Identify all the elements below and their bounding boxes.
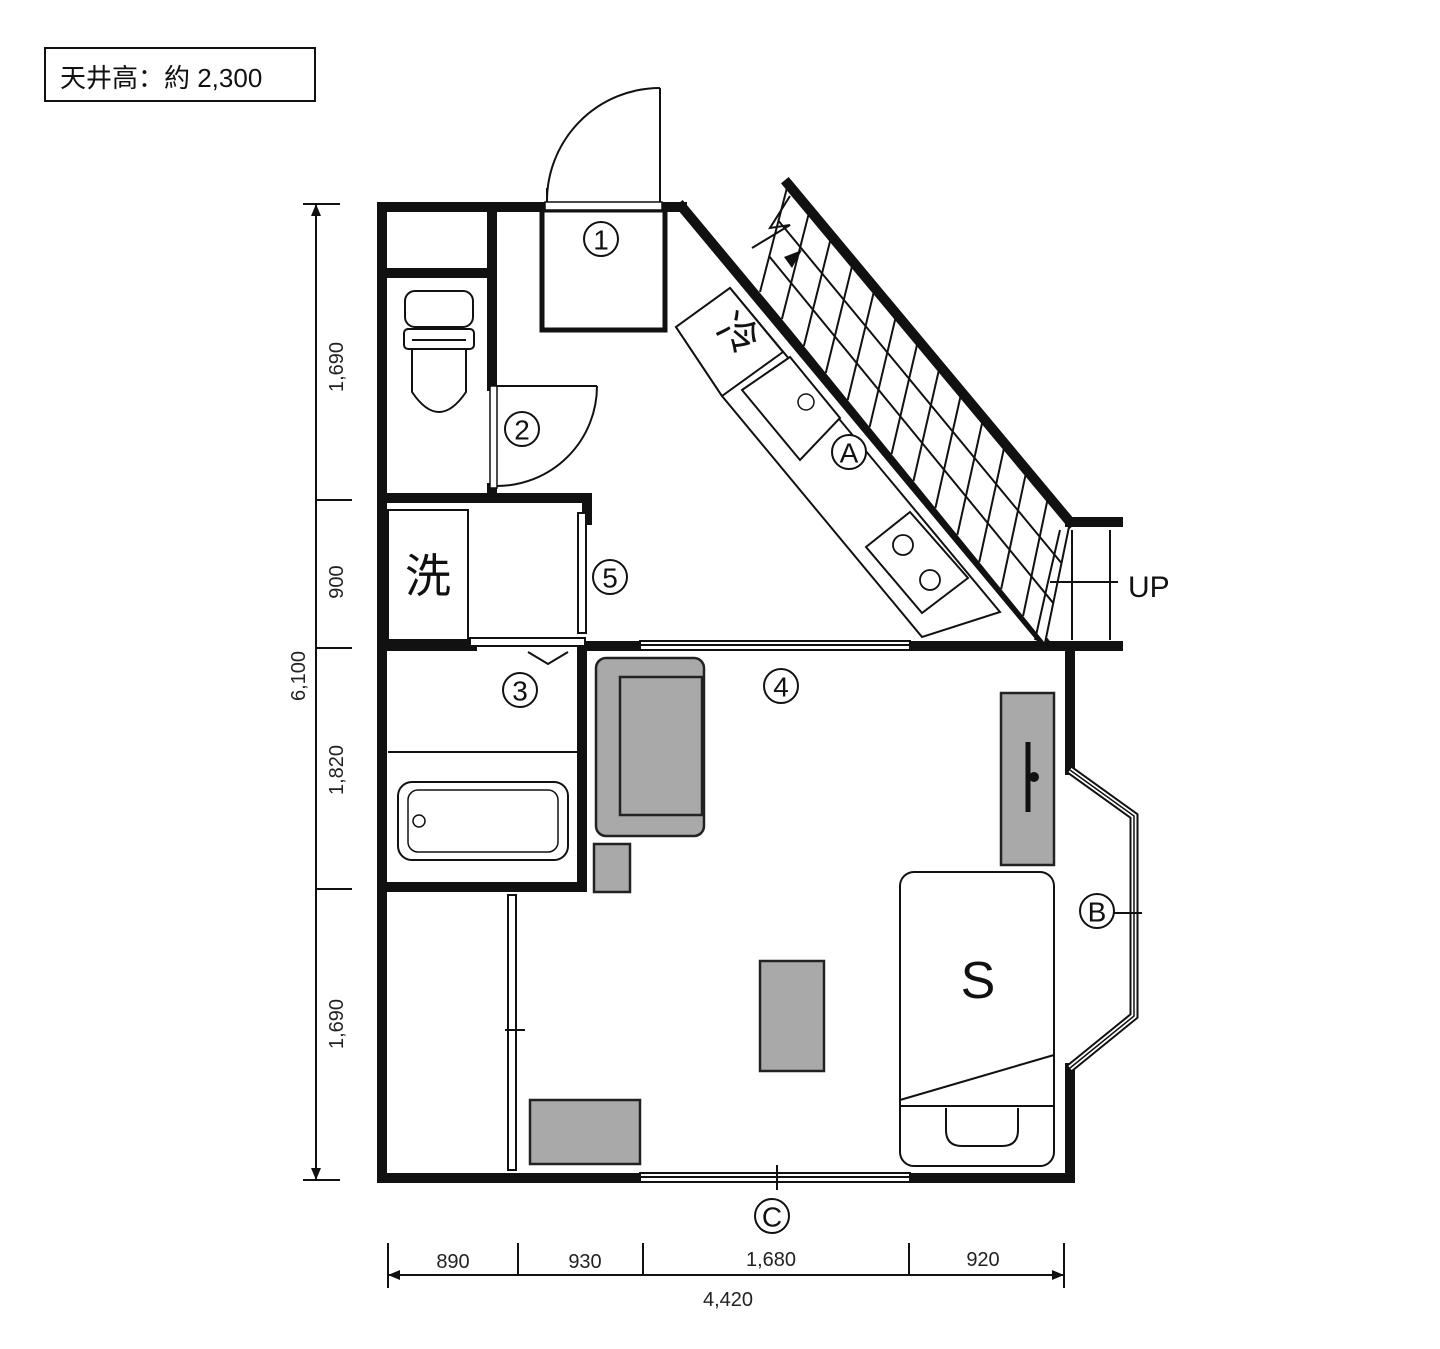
sofa xyxy=(594,656,706,838)
svg-text:A: A xyxy=(840,438,859,469)
svg-text:B: B xyxy=(1088,897,1107,928)
left-dimensions: 1,690 900 1,820 1,690 6,100 xyxy=(288,203,352,1181)
svg-text:3: 3 xyxy=(512,676,528,707)
svg-text:2: 2 xyxy=(514,415,530,446)
washroom-door xyxy=(469,512,587,666)
marker-4: 4 xyxy=(763,668,799,704)
outer-walls xyxy=(377,199,1075,1183)
interior-walls xyxy=(377,202,668,892)
marker-5: 5 xyxy=(592,559,628,595)
dim-bottom-total: 4,420 xyxy=(703,1289,753,1311)
low-table xyxy=(758,959,826,1073)
svg-text:4: 4 xyxy=(773,672,789,703)
ceiling-note: 天井高：約 2,300 xyxy=(44,47,316,102)
svg-text:C: C xyxy=(762,1202,782,1233)
bay-window-b xyxy=(1067,766,1142,1072)
entrance-door xyxy=(544,87,663,211)
dim-left-total: 6,100 xyxy=(288,651,310,701)
dim-left-2: 900 xyxy=(326,565,348,598)
marker-3: 3 xyxy=(502,672,538,708)
dim-bottom-1: 890 xyxy=(436,1251,469,1273)
tv-stand xyxy=(528,1098,642,1166)
svg-text:5: 5 xyxy=(602,563,618,594)
side-table xyxy=(592,842,632,894)
dim-left-3: 1,820 xyxy=(326,745,348,795)
room-sliding-door xyxy=(639,640,911,651)
stairs: UP xyxy=(751,176,1170,651)
closet xyxy=(505,894,525,1171)
washer: 洗 xyxy=(387,509,469,641)
window-c xyxy=(639,1165,911,1190)
marker-b: B xyxy=(1079,893,1115,929)
dim-left-1: 1,690 xyxy=(326,342,348,392)
marker-1: 1 xyxy=(583,221,619,257)
desk xyxy=(999,691,1056,867)
toilet-door xyxy=(489,385,598,489)
bed-label: S xyxy=(961,952,996,1010)
stairs-up-label: UP xyxy=(1128,571,1170,604)
bed: S xyxy=(899,871,1055,1167)
bottom-dimensions: 890 930 1,680 920 4,420 xyxy=(387,1243,1065,1311)
bathtub xyxy=(397,781,569,861)
dim-bottom-4: 920 xyxy=(966,1249,999,1271)
marker-a: A xyxy=(831,434,867,470)
dim-left-4: 1,690 xyxy=(326,999,348,1049)
svg-text:1: 1 xyxy=(593,225,609,256)
washer-label: 洗 xyxy=(405,550,451,602)
marker-2: 2 xyxy=(504,411,540,447)
dim-bottom-2: 930 xyxy=(568,1251,601,1273)
dim-bottom-3: 1,680 xyxy=(746,1249,796,1271)
toilet xyxy=(403,290,475,413)
marker-c: C xyxy=(754,1198,790,1234)
ceiling-note-text: 天井高：約 2,300 xyxy=(60,63,262,93)
